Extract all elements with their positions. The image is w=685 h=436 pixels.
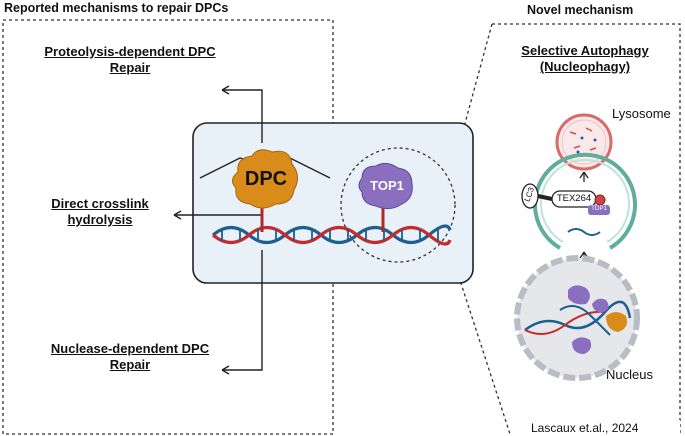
autophagy-title-line-2: (Nucleophagy) [539,59,631,74]
top1-label: TOP1 [370,178,404,193]
dpc-label: DPC [244,168,288,190]
nuclease-arrow [221,250,263,375]
lysosome-arrowhead [579,171,589,179]
proteolysis-line-1: Proteolysis-dependent DPC [44,44,216,59]
tex264-link-dot [594,194,606,206]
top1-protein [358,162,413,232]
hydrolysis-arrow [173,210,262,220]
right-dashed-box [492,23,681,435]
dna-helix [211,224,452,246]
citation-text: Lascaux et.al., 2024 [531,421,639,435]
autophagy-title-line-1: Selective Autophagy [521,43,649,58]
top1-small [588,205,610,215]
hydrolysis-label: Direct crosslink hydrolysis [38,196,162,228]
right-header: Novel mechanism [527,3,634,17]
tex264-label: TEX264 [556,193,592,204]
nuclease-line-1: Nuclease-dependent DPC [50,341,210,356]
nucleus [514,255,640,381]
dpc-protein [232,149,298,232]
nuclease-line-2: Repair [109,357,151,372]
proteolysis-label: Proteolysis-dependent DPC Repair [25,44,235,76]
lc3-link [537,194,553,201]
hydrolysis-line-2: hydrolysis [67,212,133,227]
center-panel [192,122,474,284]
hydrolysis-line-1: Direct crosslink [51,196,149,211]
nucleus-label: Nucleus [606,367,653,382]
autophagy-title: Selective Autophagy (Nucleophagy) [500,43,670,75]
top1-zoom-circle [340,147,456,263]
proteolysis-line-2: Repair [109,60,151,75]
lysosome-label: Lysosome [612,106,671,121]
citation-box [512,420,680,436]
top1-small-label: TOP1 [591,206,607,212]
left-header: Reported mechanisms to repair DPCs [4,1,229,15]
nuclease-label: Nuclease-dependent DPC Repair [25,341,235,373]
zoom-line-bottom [454,264,511,435]
proteolysis-arrow [221,85,263,143]
autophagosome [533,152,637,250]
